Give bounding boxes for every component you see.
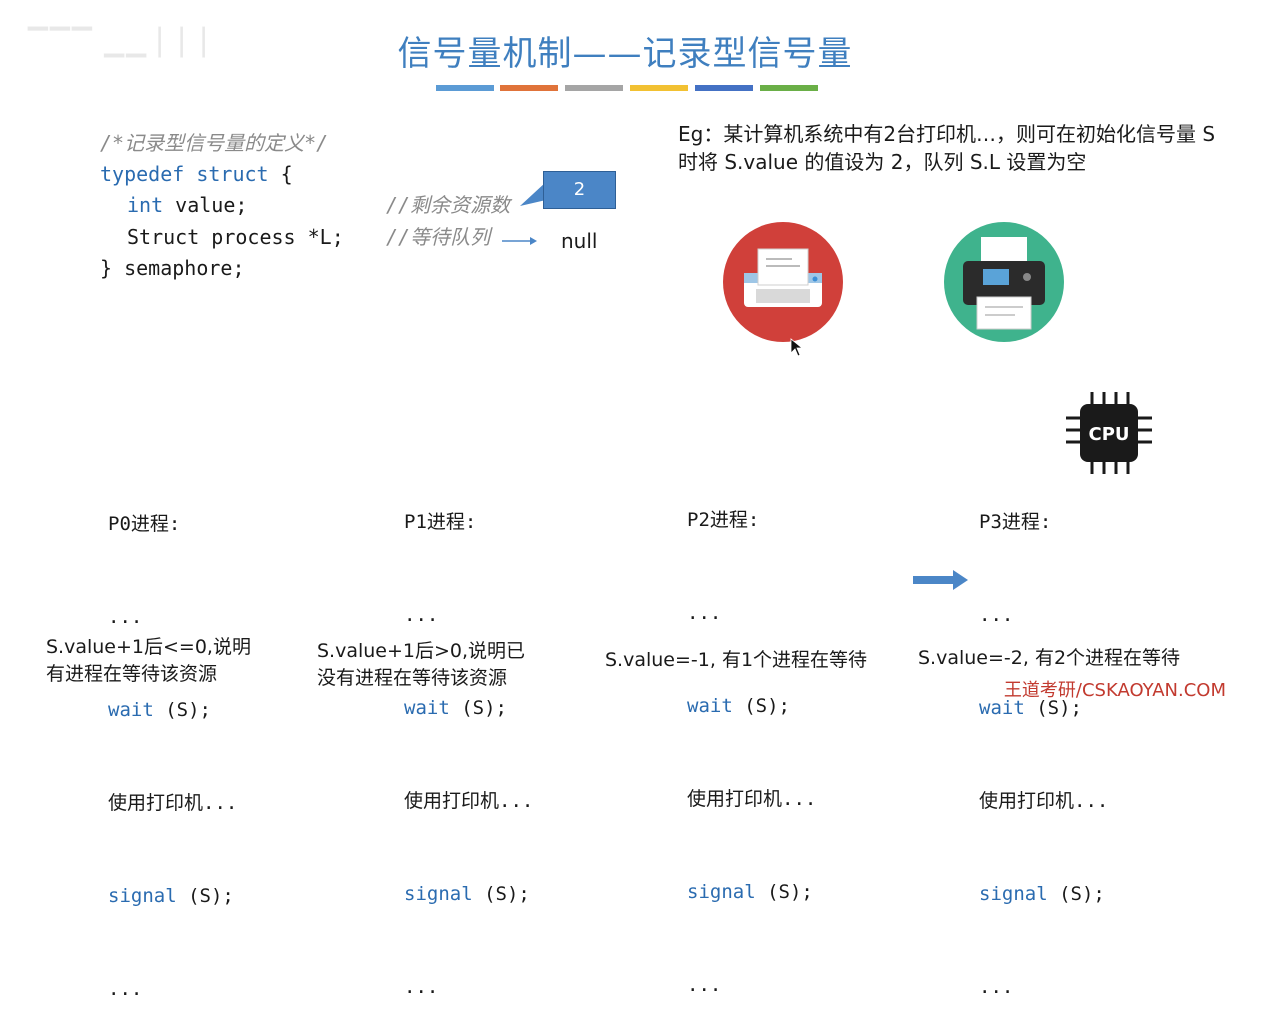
queue-null-label: null	[561, 229, 598, 253]
current-step-arrow-icon	[913, 570, 968, 590]
note-p1-line2: 没有进程在等待该资源	[317, 667, 508, 689]
watermark-text: 王道考研/CSKAOYAN.COM	[1003, 680, 1226, 701]
color-bar-1	[436, 85, 494, 91]
code-brace-open: {	[268, 162, 293, 186]
process-dots: ...	[687, 602, 722, 624]
process-use-line: 使用打印机...	[108, 792, 238, 814]
cpu-label: CPU	[1088, 424, 1129, 445]
wait-arg: (S);	[732, 695, 790, 717]
process-name: P2进程:	[687, 509, 760, 531]
note-p1: S.value+1后>0,说明已 没有进程在等待该资源	[317, 638, 525, 692]
process-dots-end: ...	[979, 976, 1014, 998]
keyword-signal: signal	[108, 885, 177, 907]
watermark-logo-faint: ▔▔▔ ▁▁ ▏▏▏	[28, 28, 225, 58]
keyword-wait: wait	[404, 697, 450, 719]
process-wait-line: wait (S);	[108, 695, 237, 726]
signal-arg: (S);	[176, 885, 234, 907]
printer-icon-2	[944, 222, 1064, 342]
process-signal-line: signal (S);	[687, 877, 816, 908]
keyword-signal: signal	[687, 881, 756, 903]
code-line-value: int value;	[127, 190, 247, 221]
note-p2: S.value=-1, 有1个进程在等待	[605, 649, 868, 671]
signal-arg: (S);	[755, 881, 813, 903]
wait-arg: (S);	[449, 697, 507, 719]
signal-arg: (S);	[1047, 883, 1105, 905]
note-p0-line1: S.value+1后<=0,说明	[46, 636, 251, 658]
process-dots-end: ...	[687, 974, 722, 996]
process-block-p2: P2进程: ... wait (S); 使用打印机... signal (S);…	[687, 443, 816, 1032]
note-p0: S.value+1后<=0,说明 有进程在等待该资源	[46, 634, 251, 688]
process-dots: ...	[404, 604, 439, 626]
keyword-int: int	[127, 193, 164, 217]
color-bar-4	[630, 85, 688, 91]
keyword-wait: wait	[687, 695, 733, 717]
process-dots-end: ...	[404, 976, 439, 998]
process-signal-line: signal (S);	[979, 879, 1108, 910]
code-value-field: value;	[163, 193, 248, 217]
process-block-p3: P3进程: ... wait (S); 使用打印机... signal (S);…	[979, 445, 1108, 1034]
process-dots: ...	[979, 604, 1014, 626]
callout-value-box: 2	[543, 171, 616, 209]
process-wait-line: wait (S);	[404, 693, 533, 724]
process-name: P0进程:	[108, 513, 181, 535]
process-dots-end: ...	[108, 978, 143, 1000]
wait-arg: (S);	[153, 699, 211, 721]
note-p1-line1: S.value+1后>0,说明已	[317, 640, 526, 662]
process-signal-line: signal (S);	[404, 879, 533, 910]
printer-icon	[723, 222, 843, 342]
code-line-typedef: typedef struct {	[100, 159, 293, 190]
callout-pointer	[520, 182, 546, 206]
note-p0-line2: 有进程在等待该资源	[46, 663, 218, 685]
color-bar-5	[695, 85, 753, 91]
code-comment-queue: //等待队列	[386, 225, 491, 249]
process-block-p0: P0进程: ... wait (S); 使用打印机... signal (S);…	[108, 447, 237, 1036]
color-bar-6	[760, 85, 818, 91]
color-bar-3	[565, 85, 623, 91]
process-name: P3进程:	[979, 511, 1052, 533]
process-signal-line: signal (S);	[108, 881, 237, 912]
process-dots: ...	[108, 606, 143, 628]
process-use-line: 使用打印机...	[404, 790, 534, 812]
code-line-semaphore: } semaphore;	[100, 256, 245, 280]
code-line-queue: Struct process *L;	[127, 225, 344, 249]
arrow-to-null	[502, 237, 537, 245]
keyword-wait: wait	[108, 699, 154, 721]
process-use-line: 使用打印机...	[979, 790, 1109, 812]
signal-arg: (S);	[472, 883, 530, 905]
note-p3: S.value=-2, 有2个进程在等待	[918, 647, 1181, 669]
process-block-p1: P1进程: ... wait (S); 使用打印机... signal (S);…	[404, 445, 533, 1034]
process-wait-line: wait (S);	[687, 691, 816, 722]
mouse-cursor-icon	[790, 338, 804, 357]
example-text: Eg：某计算机系统中有2台打印机…，则可在初始化信号量 S 时将 S.value…	[678, 122, 1216, 174]
keyword-typedef-struct: typedef struct	[100, 162, 269, 186]
process-name: P1进程:	[404, 511, 477, 533]
slide-title: 信号量机制——记录型信号量	[397, 34, 853, 74]
keyword-signal: signal	[979, 883, 1048, 905]
process-use-line: 使用打印机...	[687, 788, 817, 810]
code-comment-remaining: //剩余资源数	[386, 193, 511, 217]
keyword-signal: signal	[404, 883, 473, 905]
code-comment-definition: /*记录型信号量的定义*/	[100, 131, 329, 155]
color-bar-2	[500, 85, 558, 91]
cpu-icon: CPU	[1066, 392, 1152, 474]
